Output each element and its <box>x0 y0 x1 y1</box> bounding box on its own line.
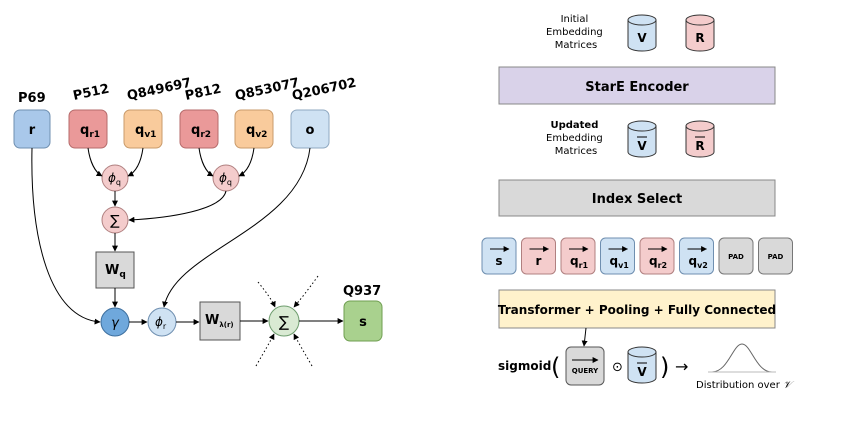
token-1-label: r <box>536 254 542 268</box>
node-sum-q-label: ∑ <box>110 213 120 229</box>
node-s <box>343 300 383 342</box>
distribution-curve <box>711 343 773 373</box>
node-wlambda-label: Wλ(r) <box>205 313 234 329</box>
id-o: Q206702 <box>291 76 358 104</box>
edge-phi2-sum <box>128 190 227 223</box>
node-gamma-label: γ <box>111 316 120 331</box>
token-4: qr2 <box>639 237 675 275</box>
svg-text:V: V <box>637 31 647 45</box>
node-qr1-label: qr1 <box>80 123 100 140</box>
edge-o-phir <box>162 147 311 308</box>
matrix-v-updated: V <box>627 120 657 158</box>
stare-encoder-label: StarE Encoder <box>585 80 689 95</box>
svg-text:V: V <box>637 139 647 153</box>
sigmoid-label: sigmoid <box>498 359 551 373</box>
token-6: PAD <box>718 237 754 275</box>
token-6-label: PAD <box>728 253 744 261</box>
index-select-block <box>498 179 776 217</box>
node-phi-q-1-label: ϕq <box>108 171 121 187</box>
transformer-label: Transformer + Pooling + Fully Connected <box>498 303 776 317</box>
output-arrow: → <box>675 357 688 376</box>
node-r-label: r <box>29 123 36 138</box>
matrix-v-final: V <box>627 346 657 384</box>
query-token <box>565 346 605 386</box>
token-2: qr1 <box>560 237 596 275</box>
id-s: Q937 <box>343 284 381 299</box>
node-qr2-label: qr2 <box>191 123 211 140</box>
node-phi-q-2-label: ϕq <box>219 171 232 187</box>
node-qv1-label: qv1 <box>135 123 156 140</box>
edge-r-gamma <box>31 147 101 325</box>
odot-symbol: ⊙ <box>612 360 623 375</box>
right-pipeline: Initial Embedding Matrices V R StarE Enc… <box>481 14 795 391</box>
node-qv2-label: qv2 <box>246 123 267 140</box>
svg-text:V: V <box>637 365 647 379</box>
token-4-label: qr2 <box>649 254 667 270</box>
token-row: s r qr1 qv1 qr2 qv2 PAD PAD <box>481 237 793 275</box>
matrix-r-initial: R <box>685 14 715 52</box>
token-7-label: PAD <box>768 253 784 261</box>
paren-close: ) <box>660 353 669 381</box>
svg-text:R: R <box>695 31 704 45</box>
left-graph: P69 P512 Q849697 P812 Q853077 Q206702 Q9… <box>13 76 383 367</box>
token-0: s <box>481 237 517 275</box>
node-sum-agg-label: ∑ <box>279 313 289 331</box>
id-qr1: P512 <box>72 82 111 104</box>
edge-qr2-phi2 <box>198 147 214 177</box>
edge-dotted-2 <box>293 275 319 308</box>
edge-dotted-4 <box>293 333 313 367</box>
stare-encoder-block <box>498 66 776 105</box>
transformer-block <box>498 289 776 329</box>
id-r: P69 <box>18 91 46 106</box>
matrix-v-initial: V <box>627 14 657 52</box>
edge-dotted-1 <box>257 281 276 308</box>
token-0-label: s <box>495 254 502 268</box>
node-wq <box>95 251 135 289</box>
matrix-r-updated: R <box>685 120 715 158</box>
edge-qv1-phi1 <box>127 147 144 177</box>
node-s-label: s <box>359 315 367 330</box>
svg-text:R: R <box>695 139 704 153</box>
paren-open: ( <box>551 353 560 381</box>
edge-dotted-3 <box>255 333 275 367</box>
id-qv1: Q849697 <box>126 76 193 104</box>
token-1: r <box>521 237 556 275</box>
updated-label: Updated Embedding Matrices <box>546 120 606 157</box>
token-7: PAD <box>758 237 793 275</box>
node-phi-r-label: ϕr <box>155 315 167 331</box>
edge-qv2-phi2 <box>238 147 255 177</box>
initial-label: Initial Embedding Matrices <box>546 14 606 51</box>
query-label: QUERY <box>572 367 599 375</box>
token-3-label: qv1 <box>610 254 630 270</box>
edge-transformer-query <box>581 327 588 347</box>
token-3: qv1 <box>600 237 635 275</box>
token-2-label: qr1 <box>570 254 589 270</box>
token-5-label: qv2 <box>689 254 708 270</box>
node-o-label: o <box>306 123 315 138</box>
edge-qr1-phi1 <box>87 147 103 177</box>
node-wq-label: Wq <box>105 263 126 280</box>
id-qr2: P812 <box>184 82 223 104</box>
token-5: qv2 <box>679 237 714 275</box>
distribution-label: Distribution over 𝒱 <box>696 380 795 391</box>
index-select-label: Index Select <box>592 192 683 207</box>
